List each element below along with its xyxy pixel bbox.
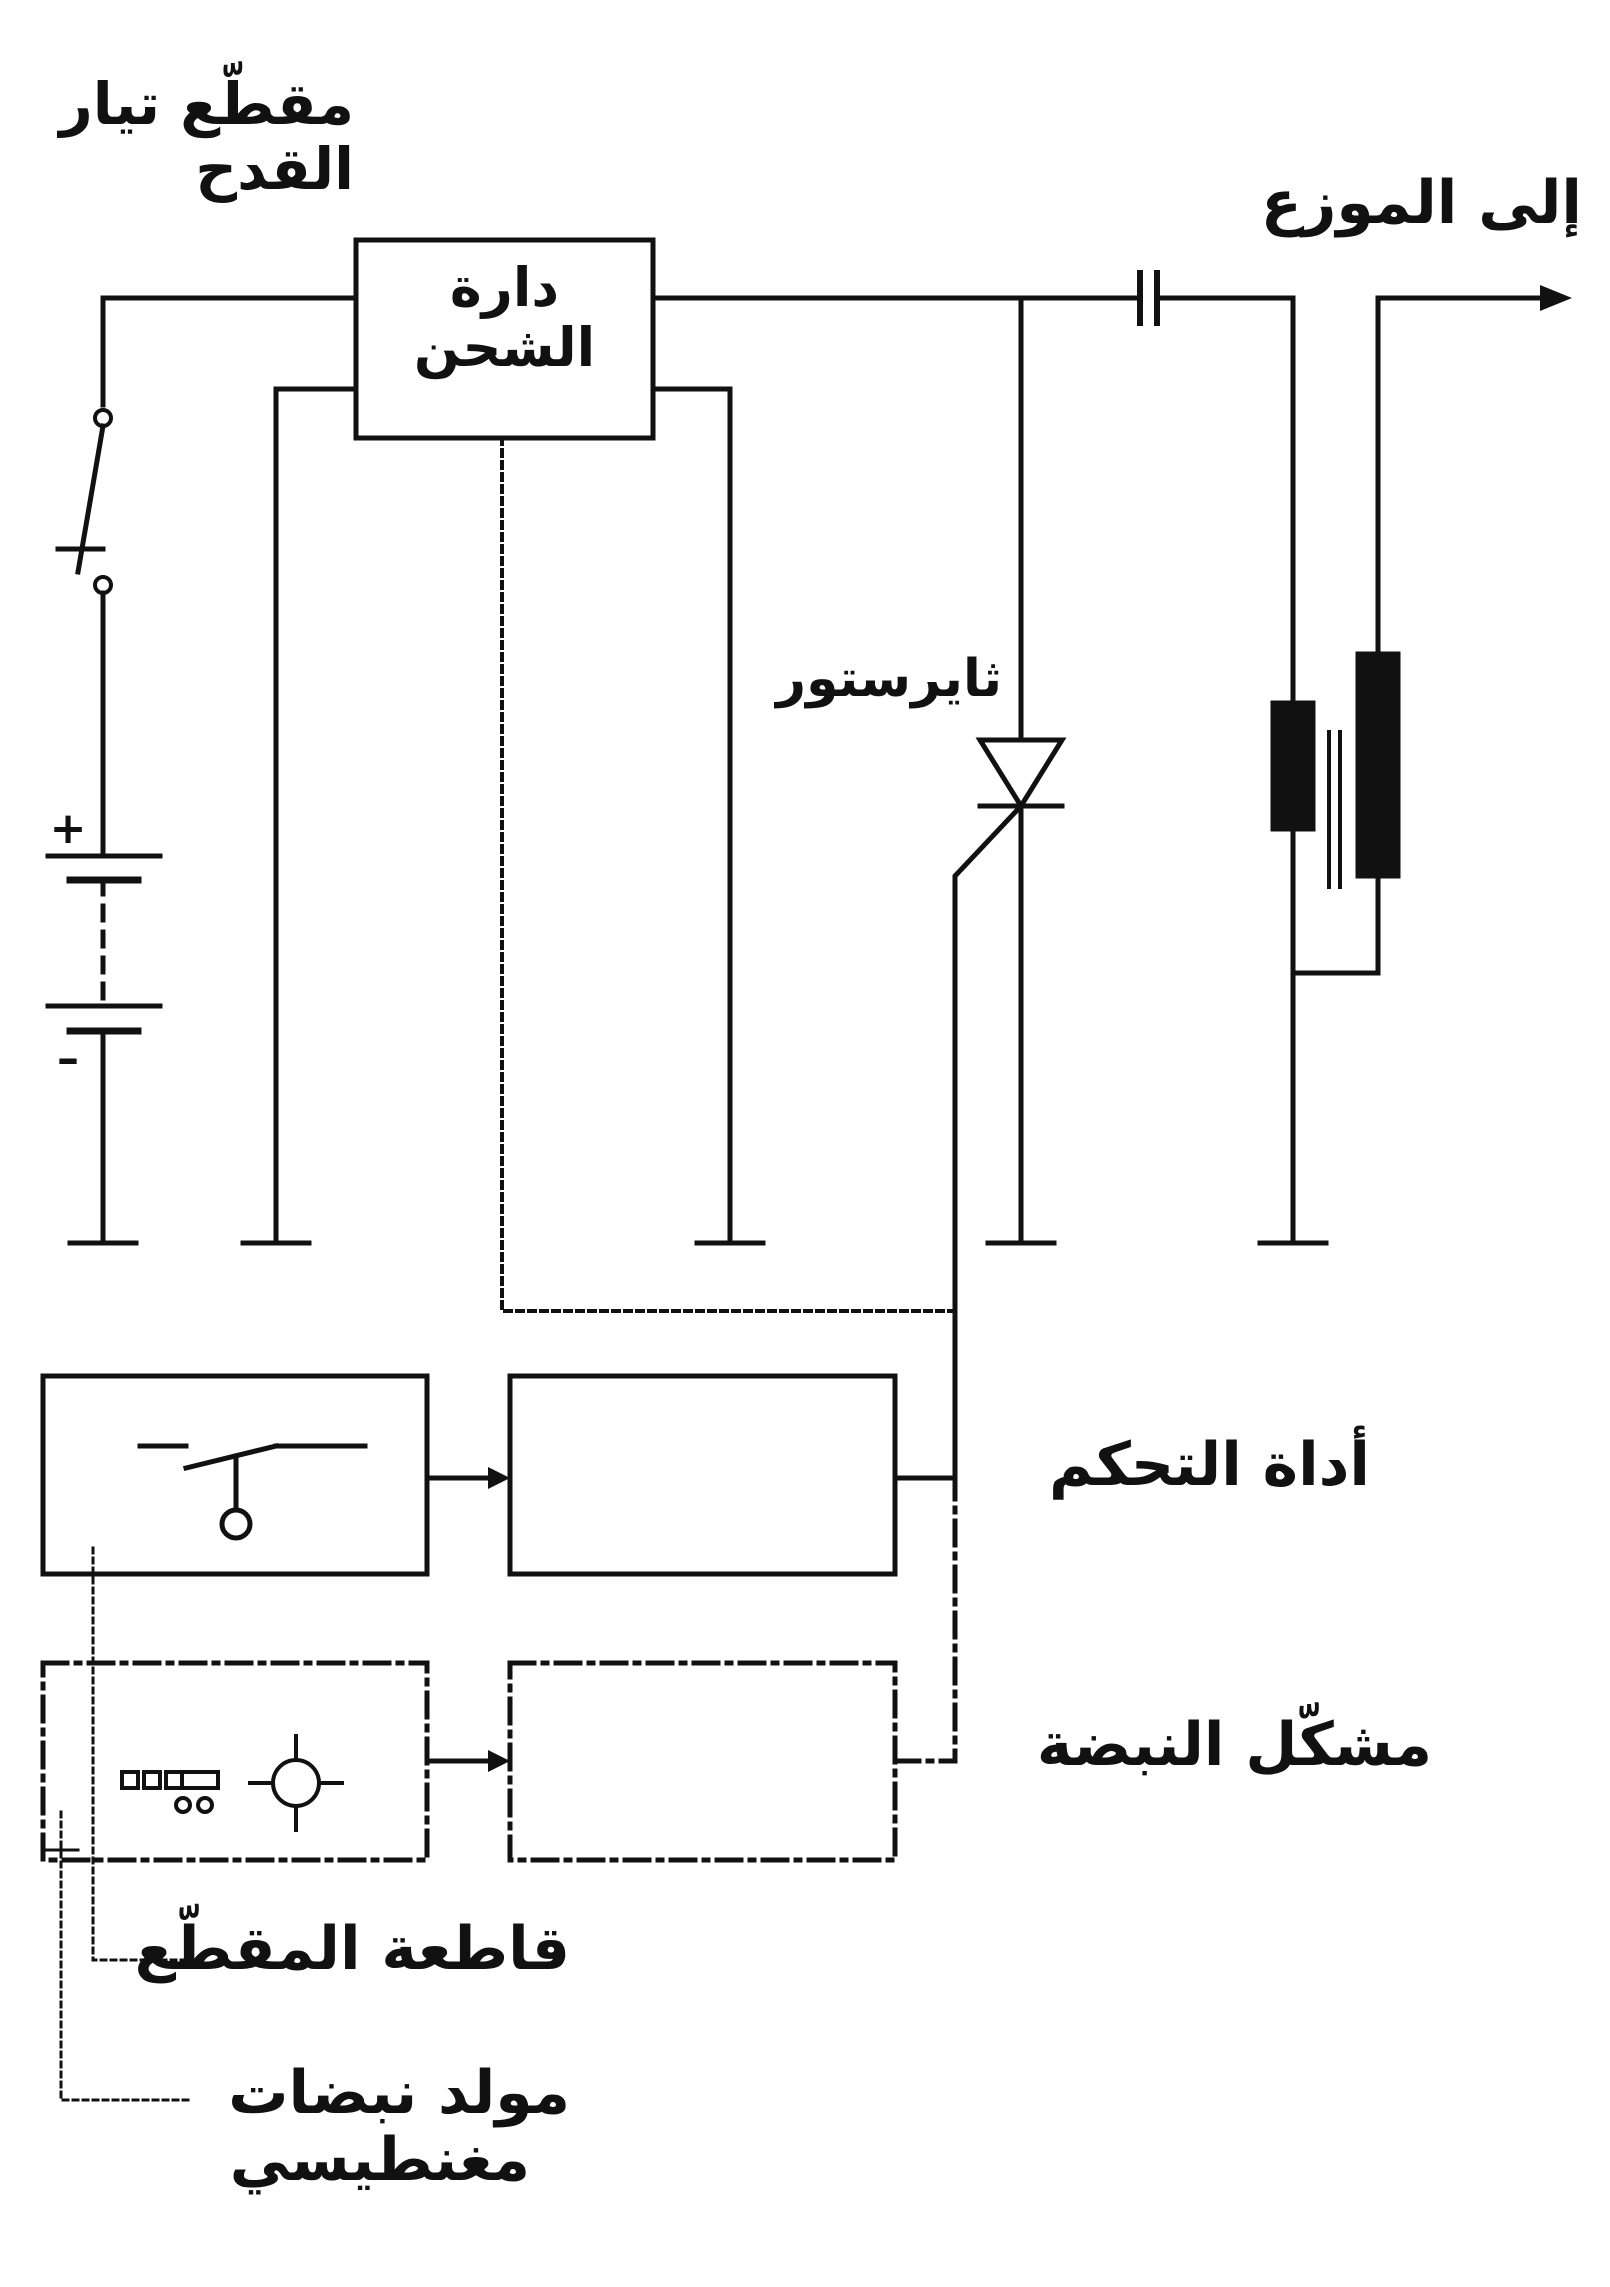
pulse-arrow-head xyxy=(488,1750,510,1772)
magnetic-generator-label-line-1: مولد نبضات xyxy=(228,2058,570,2128)
battery-positive-sign: + xyxy=(50,803,87,854)
coil-primary-winding xyxy=(1270,700,1316,832)
leader-breaker-switch xyxy=(91,1546,192,1962)
leader-lines xyxy=(59,1546,192,2102)
thyristor-triangle xyxy=(975,737,1067,811)
breaker-contact-label-line-2: القدح xyxy=(195,134,354,203)
supply-branch xyxy=(45,295,359,1246)
thyristor-label-text: ثايرستور xyxy=(776,649,1002,709)
control-device xyxy=(40,1373,898,1577)
breaker-cam xyxy=(219,1507,253,1541)
charging-circuit-label: دارة الشحن xyxy=(356,256,653,380)
thyristor-gate-lead xyxy=(892,802,1025,1481)
coil-secondary-output xyxy=(1375,295,1543,657)
charge-ground-left xyxy=(273,386,359,1246)
magnet-block-2 xyxy=(142,1770,162,1790)
charging-circuit-box xyxy=(353,237,656,441)
magnet-roller-1 xyxy=(174,1796,192,1814)
ignition-coil xyxy=(1257,285,1572,1246)
magnetic-generator-symbol xyxy=(120,1734,344,1832)
pulse-shaper-label: مشكّل النبضة xyxy=(1036,1710,1432,1780)
pulse-generator-box xyxy=(40,1660,430,1863)
control-unit-box xyxy=(507,1373,898,1577)
breaker-contact-arm xyxy=(182,1442,280,1472)
charge-ground-right xyxy=(650,386,733,1246)
breaker-switch-label: قاطعة المقطّع xyxy=(134,1914,570,1984)
output-arrow-head xyxy=(1540,285,1572,311)
pulse-shaper-link xyxy=(892,1475,958,1764)
pulse-shaper-label-text: مشكّل النبضة xyxy=(1036,1710,1432,1780)
thyristor-symbol xyxy=(892,295,1067,1481)
breaker-contact-label-line-1: مقطّع تيار xyxy=(59,70,354,138)
breaker-contact-label: مقطّع تيار القدح xyxy=(59,72,354,202)
reluctor-wheel xyxy=(271,1758,321,1808)
charge-dotted-link xyxy=(500,436,957,1313)
pulse-shaper xyxy=(40,1475,958,1863)
breaker-switch-label-text: قاطعة المقطّع xyxy=(134,1914,570,1984)
battery-negative-sign: – xyxy=(57,1033,79,1084)
magnet-roller-2 xyxy=(196,1796,214,1814)
control-arrow-head xyxy=(488,1467,510,1489)
magnet-block-1 xyxy=(120,1770,140,1790)
to-distributor-label-text: إلى الموزع xyxy=(1260,168,1582,238)
charging-circuit-label-line-2: الشحن xyxy=(413,316,596,380)
magnet-yoke xyxy=(180,1770,220,1790)
main-line xyxy=(650,270,1296,326)
to-distributor-label: إلى الموزع xyxy=(1260,168,1582,238)
control-device-label: أداة التحكم xyxy=(1048,1430,1370,1500)
supply-wire-top xyxy=(100,295,359,408)
control-device-label-text: أداة التحكم xyxy=(1048,1430,1370,1500)
pulse-shaper-box xyxy=(507,1660,898,1863)
magnetic-generator-label-line-2: مغنطيسي xyxy=(229,2125,530,2196)
battery-symbol xyxy=(45,853,163,1035)
magnet-block-3 xyxy=(164,1770,184,1790)
charging-circuit-label-line-1: دارة xyxy=(449,256,560,319)
magnetic-generator-label: مولد نبضات مغنطيسي xyxy=(228,2058,570,2196)
breaker-box xyxy=(40,1373,430,1577)
charging-circuit xyxy=(240,237,957,1313)
leader-magnetic-generator xyxy=(59,1810,192,2102)
coil-secondary-winding xyxy=(1355,651,1401,879)
coil-common-return xyxy=(1290,873,1381,976)
thyristor-label: ثايرستور xyxy=(776,650,1002,708)
